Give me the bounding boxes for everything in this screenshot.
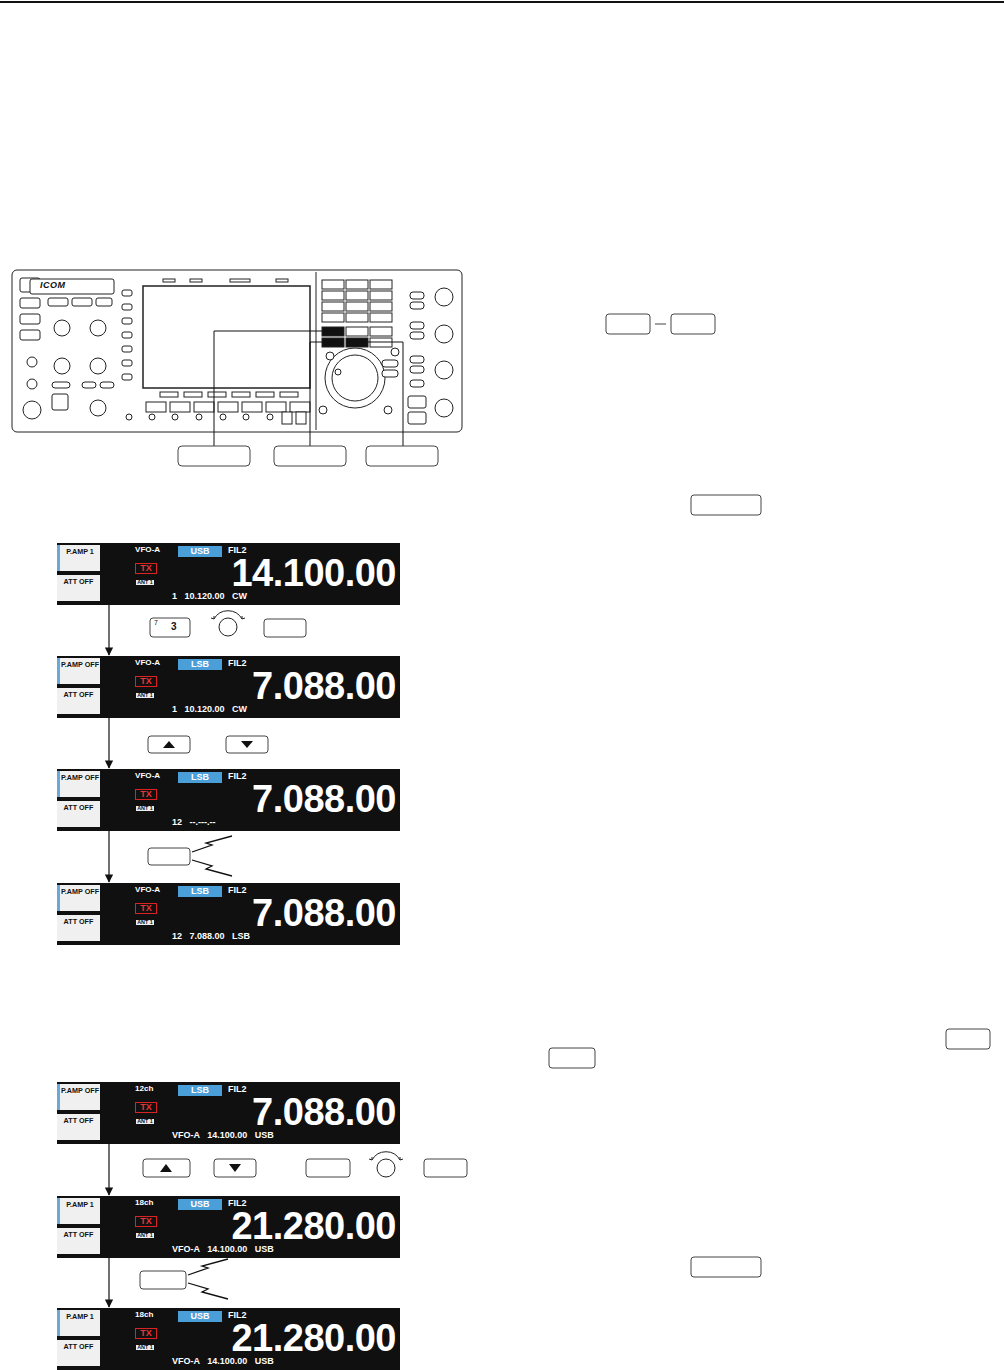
step-arrow	[108, 1258, 109, 1307]
frequency-readout: 7.088.00	[252, 667, 396, 707]
tx-indicator: TX	[135, 1102, 157, 1113]
display-screen: P.AMP OFF ATT OFF 12ch LSB FIL2TX ANT 1 7.088.…	[57, 1082, 400, 1144]
preamp-box: P.AMP 1	[57, 545, 100, 571]
mode-badge: LSB	[178, 1085, 222, 1096]
callout-boxes	[178, 446, 438, 466]
attenuator-box: ATT OFF	[57, 801, 100, 827]
keypad-key	[346, 291, 368, 300]
frequency-readout: 21.280.00	[231, 1207, 396, 1247]
top-rule	[0, 1, 1004, 3]
antenna-indicator: ANT 1	[136, 1345, 154, 1350]
keypad-key	[346, 327, 368, 336]
keypad-key	[370, 313, 392, 322]
antenna-indicator: ANT 1	[136, 806, 154, 811]
filter-label: FIL2	[228, 659, 247, 668]
keypad-key	[322, 313, 344, 322]
preamp-box: P.AMP OFF	[57, 658, 100, 684]
mode-badge: LSB	[178, 659, 222, 670]
vfo-label: 18ch	[135, 1199, 153, 1207]
preamp-box: P.AMP OFF	[57, 771, 100, 797]
sub-readout: 12 7.088.00 LSB	[172, 932, 250, 941]
preamp-box: P.AMP OFF	[57, 885, 100, 911]
key-label: 3	[171, 622, 177, 632]
attenuator-box: ATT OFF	[57, 688, 100, 714]
display-screen: P.AMP OFF ATT OFF VFO-A LSB FIL2TX ANT 1 7.088…	[57, 883, 400, 945]
keypad-key	[370, 291, 392, 300]
keypad-key	[346, 313, 368, 322]
display-screen: P.AMP OFF ATT OFF VFO-A LSB FIL2TX ANT 1 7.088…	[57, 769, 400, 831]
mode-badge: USB	[178, 546, 222, 557]
keypad-key	[322, 280, 344, 289]
frequency-readout: 21.280.00	[231, 1319, 396, 1359]
antenna-indicator: ANT 1	[136, 920, 154, 925]
brand-logo: ICOM	[40, 281, 66, 290]
mode-badge: USB	[178, 1199, 222, 1210]
display-screen: P.AMP OFF ATT OFF VFO-A LSB FIL2TX ANT 1 7.088…	[57, 656, 400, 718]
key-sublabel: 7	[154, 619, 158, 626]
frequency-readout: 14.100.00	[231, 554, 396, 594]
display-screen: P.AMP 1ATT OFFVFO-AUSBFIL2TXANT 114.100.…	[57, 543, 400, 605]
tx-indicator: TX	[135, 903, 157, 914]
keypad-key	[370, 280, 392, 289]
sub-readout: 12 --.---.--	[172, 818, 216, 827]
keypad-key	[370, 302, 392, 311]
attenuator-box: ATT OFF	[57, 915, 100, 941]
filter-label: FIL2	[228, 1085, 247, 1094]
attenuator-box: ATT OFF	[57, 1340, 100, 1366]
frequency-readout: 7.088.00	[252, 780, 396, 820]
preamp-box: P.AMP 1	[57, 1198, 100, 1224]
sub-readout: VFO-A 14.100.00 USB	[172, 1245, 274, 1254]
vfo-label: VFO-A	[135, 546, 160, 554]
antenna-indicator: ANT 1	[136, 580, 154, 585]
sub-readout: 1 10.120.00 CW	[172, 592, 247, 601]
sub-readout: 1 10.120.00 CW	[172, 705, 247, 714]
antenna-indicator: ANT 1	[136, 693, 154, 698]
tx-indicator: TX	[135, 676, 157, 687]
mode-badge: USB	[178, 1311, 222, 1322]
tx-indicator: TX	[135, 1216, 157, 1227]
keypad-key	[346, 302, 368, 311]
step-arrow	[108, 605, 109, 655]
preamp-box: P.AMP OFF	[57, 1084, 100, 1110]
keypad-key	[322, 302, 344, 311]
frequency-readout: 7.088.00	[252, 1093, 396, 1133]
vfo-label: 18ch	[135, 1311, 153, 1319]
display-screen: P.AMP 1ATT OFF18chUSBFIL2TXANT 121.280.0…	[57, 1196, 400, 1258]
step-arrow	[108, 718, 109, 768]
text-key-symbols	[549, 314, 990, 1277]
vfo-label: VFO-A	[135, 659, 160, 667]
keypad-key	[346, 280, 368, 289]
tx-indicator: TX	[135, 1328, 157, 1339]
operation-keys	[140, 618, 467, 1289]
antenna-indicator: ANT 1	[136, 1233, 154, 1238]
keypad-key	[370, 327, 392, 336]
mode-badge: LSB	[178, 772, 222, 783]
vfo-label: 12ch	[135, 1085, 153, 1093]
antenna-indicator: ANT 1	[136, 1119, 154, 1124]
attenuator-box: ATT OFF	[57, 1114, 100, 1140]
sub-readout: VFO-A 14.100.00 USB	[172, 1131, 274, 1140]
step-arrow	[108, 831, 109, 882]
attenuator-box: ATT OFF	[57, 1228, 100, 1254]
attenuator-box: ATT OFF	[57, 575, 100, 601]
filter-label: FIL2	[228, 772, 247, 781]
preamp-box: P.AMP 1	[57, 1310, 100, 1336]
step-arrow	[108, 1144, 109, 1195]
filter-label: FIL2	[228, 886, 247, 895]
mode-badge: LSB	[178, 886, 222, 897]
radio-front-panel	[12, 270, 462, 432]
sub-readout: VFO-A 14.100.00 USB	[172, 1357, 274, 1366]
callout-leaders	[214, 331, 403, 446]
tx-indicator: TX	[135, 563, 157, 574]
tx-indicator: TX	[135, 789, 157, 800]
vfo-label: VFO-A	[135, 772, 160, 780]
keypad-key	[322, 291, 344, 300]
frequency-readout: 7.088.00	[252, 894, 396, 934]
display-screen: P.AMP 1ATT OFF18chUSBFIL2TXANT 121.280.0…	[57, 1308, 400, 1370]
vfo-label: VFO-A	[135, 886, 160, 894]
